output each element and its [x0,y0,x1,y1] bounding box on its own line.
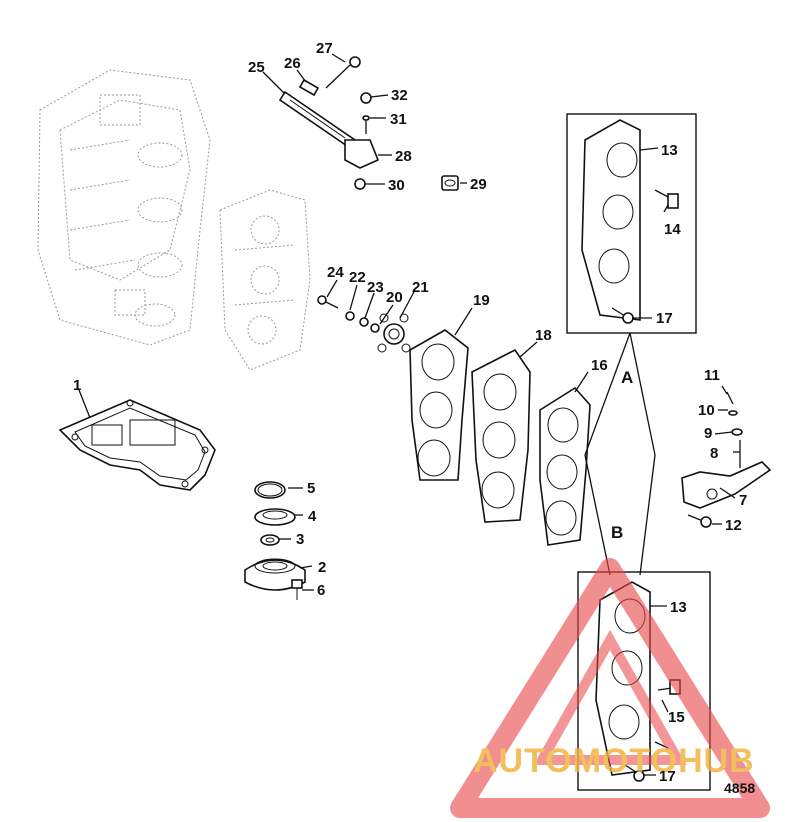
part-12-bolt [687,514,712,528]
callout-21: 21 [412,279,429,296]
part-21-reed [377,313,411,353]
callout-17-b: 17 [659,768,676,785]
part-31-stud [362,115,370,134]
part-3-washer [260,534,280,546]
part-30-nut [354,178,366,190]
part-18-plate [471,348,531,523]
callout-9: 9 [704,425,712,442]
callout-25: 25 [248,59,265,76]
part-28-bracket [344,139,380,169]
callout-20: 20 [386,289,403,306]
part-2-housing [244,558,306,591]
part-24-screw [317,295,339,309]
detail-label-b: B [611,523,623,542]
callout-6: 6 [317,582,325,599]
part-22-washer [345,311,355,321]
figure-number: 4858 [724,780,755,796]
callout-31: 31 [390,111,407,128]
callout-29: 29 [470,176,487,193]
callout-27: 27 [316,40,333,57]
callout-14: 14 [664,221,681,238]
part-6-bolt [291,579,303,600]
callout-13-a: 13 [661,142,678,159]
callout-7: 7 [739,492,747,509]
part-27-screw [325,56,361,89]
part-1-gasket [58,399,216,491]
callout-5: 5 [307,480,315,497]
part-5-o-ring [254,481,286,499]
callout-8: 8 [710,445,718,462]
detail-box-a [566,113,697,334]
part-7-bracket [681,461,772,509]
callout-labels: 1 2 3 4 5 6 7 8 9 10 11 12 13 14 17 16 1… [73,40,747,785]
detail-box-b [577,571,711,791]
detail-label-a: A [621,368,633,387]
callout-15: 15 [668,709,685,726]
part-14-fitting [654,189,679,209]
callout-32: 32 [391,87,408,104]
callout-16: 16 [591,357,608,374]
part-4-seal [254,508,296,526]
callout-28: 28 [395,148,412,165]
callout-22: 22 [349,269,366,286]
watermark-text: AUTOMOTOHUB [473,742,755,780]
callout-24: 24 [327,264,344,281]
callout-23: 23 [367,279,384,296]
callout-3: 3 [296,531,304,548]
part-17-bolt [611,307,634,324]
callout-18: 18 [535,327,552,344]
callout-1: 1 [73,377,81,394]
callout-17-a: 17 [656,310,673,327]
part-17b-bolt [624,764,645,782]
watermark: AUTOMOTOHUB [450,558,770,818]
callout-13-b: 13 [670,599,687,616]
callout-11: 11 [704,367,720,384]
cylinder-head-ghost [219,189,311,371]
part-19-gasket [409,329,469,481]
callout-4: 4 [308,508,317,525]
part-23-retainer [359,317,369,327]
part-25-rail [278,90,357,150]
part-26-clip [298,78,320,97]
callout-10: 10 [698,402,715,419]
part-10-washer [728,410,738,416]
part-20-spacer [370,323,380,333]
callout-2: 2 [318,559,326,576]
leader-lines [78,53,740,776]
detail-view-lines [584,332,656,576]
part-9-washer [731,428,743,436]
engine-block-ghost [37,69,211,346]
part-32-nut [360,92,372,104]
watermark-triangle-icon [450,558,770,818]
part-16-gasket [539,386,591,546]
part-11-screw [726,391,734,405]
callout-26: 26 [284,55,301,72]
callout-12: 12 [725,517,742,534]
callout-19: 19 [473,292,490,309]
part-29-grommet [441,175,459,191]
callout-30: 30 [388,177,405,194]
